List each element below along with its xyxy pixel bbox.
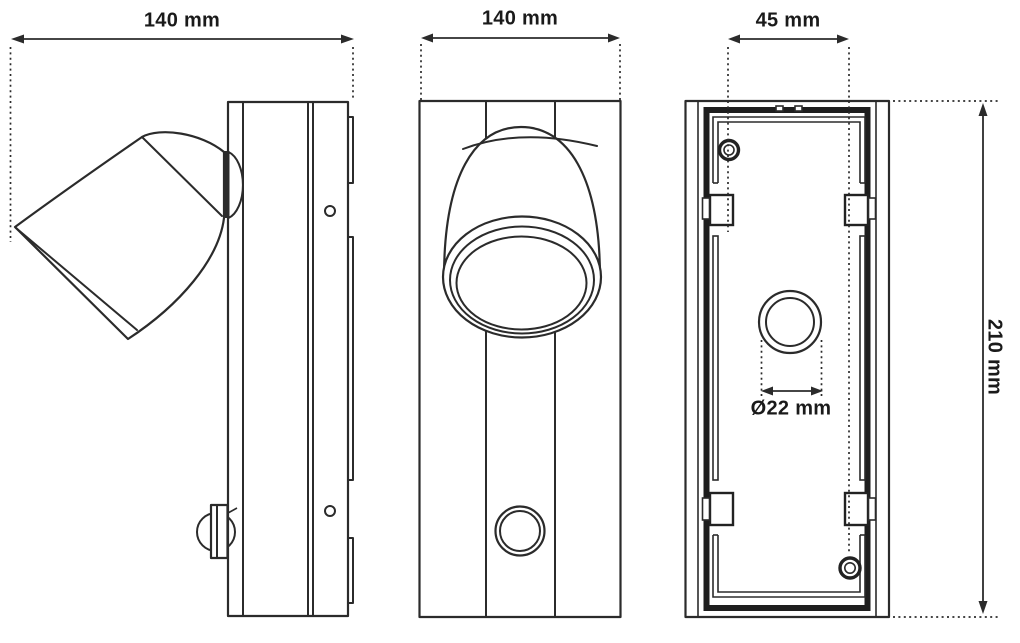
- front-view: [418, 99, 622, 619]
- sensor-front: [494, 505, 546, 557]
- side-view: [13, 100, 354, 618]
- label-cable-hole: Ø22 mm: [750, 397, 832, 420]
- mount-rail-notch: [347, 236, 354, 481]
- lamp-head-front: [441, 125, 603, 339]
- dimension-side-width: [9, 34, 354, 242]
- mount-rail-notch: [347, 537, 354, 604]
- sensor-knob-side: [196, 503, 238, 560]
- head-rim-line: [15, 227, 138, 331]
- label-height: 210 mm: [983, 318, 1006, 396]
- hinge-pin: [223, 151, 230, 218]
- body-outline-side: [226, 100, 350, 618]
- label-front-width: 140 mm: [481, 7, 559, 30]
- head-neck-arc: [462, 136, 598, 150]
- lamp-head-side: [13, 131, 244, 341]
- screw-hole-top-left: [717, 138, 741, 162]
- back-plate-view: [684, 99, 891, 619]
- mount-rail-notch: [347, 116, 354, 184]
- gasket-frame: [703, 107, 871, 611]
- cable-hole: [757, 289, 823, 355]
- locking-tabs: [701, 193, 877, 527]
- head-joint-line: [141, 136, 223, 217]
- dimension-height: [893, 100, 999, 618]
- label-hole-spacing: 45 mm: [755, 9, 821, 32]
- dimension-front-width: [420, 33, 621, 100]
- screw-dot-lower: [324, 505, 336, 517]
- label-side-width: 140 mm: [143, 9, 221, 32]
- top-notch: [775, 105, 784, 112]
- top-notch: [794, 105, 803, 112]
- screw-hole-bottom-right: [838, 556, 862, 580]
- dimension-hole-spacing: [727, 34, 850, 552]
- dimension-cable-hole: [760, 340, 823, 399]
- hinge-knuckle: [227, 151, 244, 219]
- screw-dot-upper: [324, 205, 336, 217]
- plate-outline: [684, 99, 891, 619]
